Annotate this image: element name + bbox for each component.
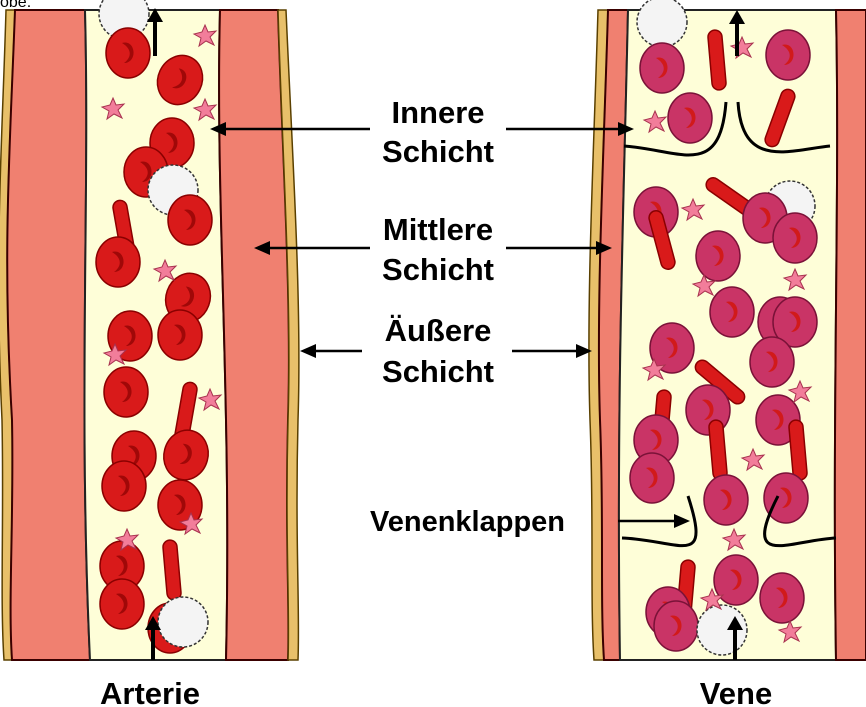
artery-vessel <box>0 0 299 660</box>
middle-layer-label-line2: Schicht <box>382 252 494 287</box>
inner-layer-label-line1: Innere <box>391 95 484 130</box>
vein-middle-layer-right <box>835 10 866 660</box>
vein-title: Vene <box>700 676 772 707</box>
vein-vessel <box>589 0 866 660</box>
inner-layer-label-line2: Schicht <box>382 134 494 169</box>
valves-label: Venenklappen <box>370 506 565 538</box>
middle-layer-label-line1: Mittlere <box>383 212 493 247</box>
outer-layer-label-line2: Schicht <box>382 354 494 389</box>
artery-middle-layer-right <box>219 10 289 660</box>
artery-title: Arterie <box>100 676 200 707</box>
artery-middle-layer-left <box>7 10 90 660</box>
outer-layer-label-line1: Äußere <box>385 313 492 348</box>
